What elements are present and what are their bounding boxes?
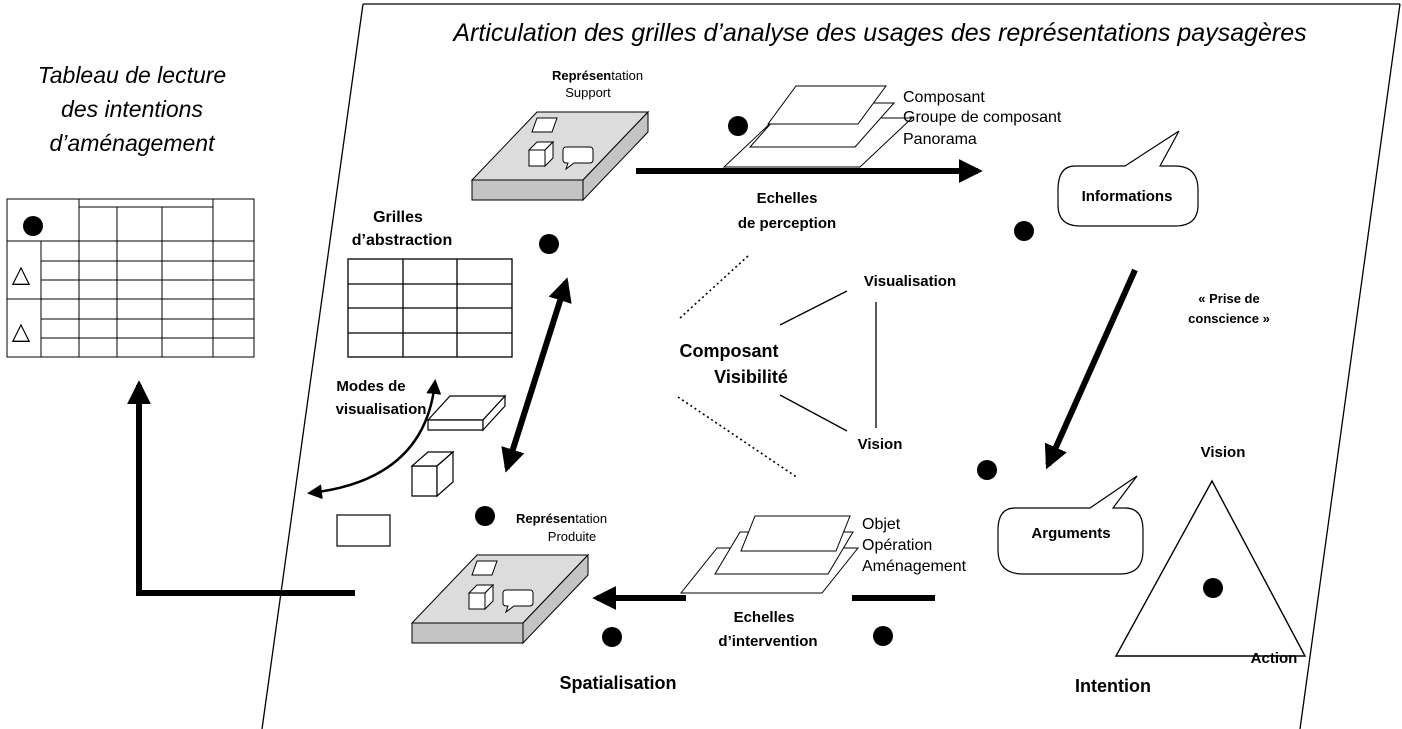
marker-2-text: 2 (732, 116, 743, 138)
intervention-scales-title-1: Echelles (734, 609, 795, 626)
return-arrow-to-table (127, 380, 355, 596)
representation-support-label: Représentation (552, 68, 643, 83)
vision-line (779, 394, 848, 432)
marker-2: 2 (728, 116, 748, 138)
triangle-symbol-icon: △ (12, 318, 31, 345)
intention-triangle (1114, 479, 1307, 657)
informations-label: Informations (1082, 188, 1173, 205)
perception-item-panorama: Panorama (903, 131, 977, 148)
intervention-item-operation: Opération (862, 537, 932, 554)
speech-bubble-icon (502, 589, 534, 614)
arguments-bubble (997, 475, 1144, 575)
left-panel-heading: Tableau de lecture des intentions d’amén… (38, 62, 226, 156)
main-frame (261, 3, 1401, 729)
perception-scales-title-2: de perception (738, 215, 836, 232)
marker-1-text: 1 (543, 234, 554, 256)
prise-de-conscience-line-1: « Prise de (1198, 291, 1259, 306)
representation-support-sublabel: Support (565, 85, 611, 100)
marker-4: 4 (977, 460, 997, 482)
intervention-scales-title-2: d’intervention (718, 633, 817, 650)
marker-8: 8 (475, 506, 495, 528)
grilles-label-2: d’abstraction (352, 232, 452, 249)
marker-6: 6 (873, 626, 893, 648)
intervention-items: Objet Opération Aménagement (862, 516, 967, 575)
triangle-right-label: Action (1251, 650, 1298, 667)
diagram-title: Articulation des grilles d’analyse des u… (451, 19, 1306, 47)
mode-slab-icon (426, 394, 507, 432)
cube-icon (467, 583, 495, 611)
triangle-top-label: Vision (1201, 444, 1246, 461)
composant-label: Composant (680, 341, 779, 361)
representation-produite-label: Représentation (516, 511, 607, 526)
left-heading-line-2: des intentions (61, 96, 203, 122)
marker-4-text: 4 (981, 460, 993, 482)
marker-5-text: 5 (1207, 578, 1218, 600)
intervention-item-amenagement: Aménagement (862, 558, 967, 575)
visualisation-label: Visualisation (864, 273, 956, 290)
informations-bubble (1057, 130, 1199, 227)
perception-item-groupe: Groupe de composant (903, 109, 1062, 126)
intervention-sheets-icon (679, 515, 860, 594)
spatialisation-label: Spatialisation (559, 673, 676, 693)
dotted-line-upper (679, 255, 749, 319)
marker-7-text: 7 (606, 627, 617, 649)
left-heading-line-1: Tableau de lecture (38, 62, 226, 88)
marker-3-text: 3 (1018, 221, 1029, 243)
mode-cube-icon (410, 450, 455, 498)
perception-items: Composant Groupe de composant Panorama (903, 89, 1062, 148)
modes-curved-arrow (307, 379, 442, 500)
abstraction-grid-icon (347, 258, 513, 358)
marker-1: 1 (539, 234, 559, 256)
table-marker-9: 9 (23, 216, 43, 238)
marker-5: 5 (1203, 578, 1223, 600)
representation-produite-sublabel: Produite (548, 529, 596, 544)
triangle-symbol-icon: △ (12, 261, 31, 288)
table-marker-9-text: 9 (27, 216, 38, 238)
prise-de-conscience-line-2: conscience » (1188, 311, 1270, 326)
marker-7: 7 (602, 627, 622, 649)
grilles-label-1: Grilles (373, 209, 423, 226)
mode-rectangle-icon (336, 514, 391, 547)
prise-de-conscience-arrow (1044, 268, 1138, 470)
marker-3: 3 (1014, 221, 1034, 243)
left-heading-line-3: d’aménagement (50, 130, 217, 156)
visualisation-line (779, 290, 848, 326)
intervention-item-objet: Objet (862, 516, 901, 533)
dotted-line-lower (677, 396, 799, 479)
representation-link-arrow (501, 277, 572, 473)
marker-8-text: 8 (479, 506, 490, 528)
modes-label-2: visualisation (336, 401, 427, 418)
cube-icon (527, 140, 555, 168)
triangle-left-label: Intention (1075, 676, 1151, 696)
perception-scales-title-1: Echelles (757, 190, 818, 207)
perception-item-composant: Composant (903, 89, 985, 106)
speech-bubble-icon (562, 146, 594, 171)
visibilite-label: Visibilité (714, 367, 788, 387)
marker-6-text: 6 (877, 626, 888, 648)
perception-sheets-icon (722, 85, 914, 168)
representation-support-slab (470, 110, 650, 202)
modes-label-1: Modes de (336, 378, 405, 395)
vision-center-label: Vision (858, 436, 903, 453)
arguments-label: Arguments (1031, 525, 1110, 542)
intentions-table (6, 198, 255, 358)
representation-produite-slab (410, 553, 590, 645)
